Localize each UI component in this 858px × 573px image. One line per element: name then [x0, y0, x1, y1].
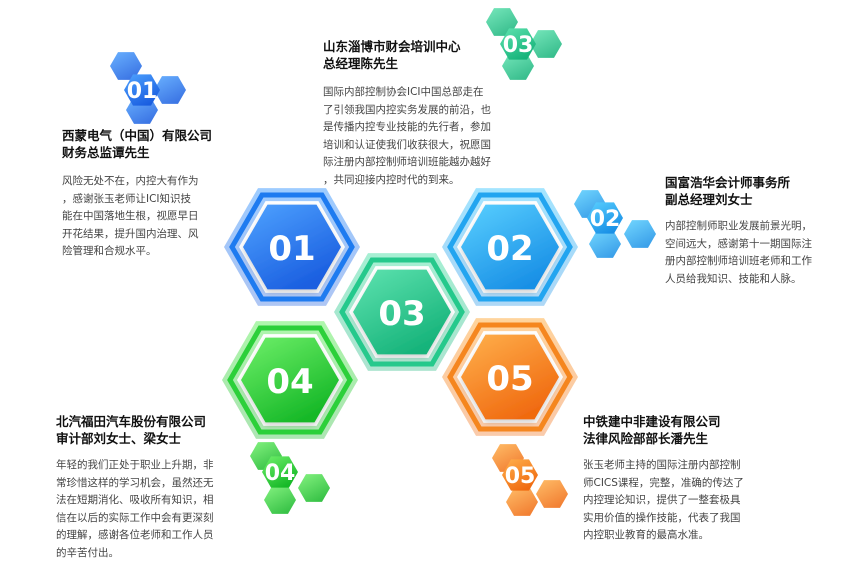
text-line: 内控理论知识，提供了一整套极具 — [583, 494, 741, 506]
testimonial-text-04: 年轻的我们正处于职业上升期，非 常珍惜这样的学习机会，虽然还无 法在短期消化、吸… — [56, 457, 246, 562]
badge-hex-main — [587, 202, 623, 234]
testimonial-text-02: 内部控制师职业发展前景光明， 空间远大，感谢第十一期国际注 册内部控制师培训班老… — [665, 218, 855, 288]
hexagon-core — [353, 269, 451, 355]
text-line: 际注册内部控制师培训班能越办越好 — [323, 156, 491, 168]
person-name-04: 审计部刘女士、梁女士 — [56, 431, 182, 446]
person-name-01: 财务总监谭先生 — [62, 145, 150, 160]
hexagon-02: 02 — [442, 188, 578, 306]
badge-05: 05 — [492, 444, 568, 516]
text-line: 张玉老师主持的国际注册内部控制 — [583, 459, 741, 471]
text-line: 风险无处不在，内控大有作为 — [62, 175, 199, 187]
hexagon-core — [241, 337, 339, 423]
company-name-02: 国富浩华会计师事务所 — [665, 175, 791, 190]
text-line: ，共同迎接内控时代的到来。 — [323, 173, 460, 186]
hexagon-03: 03 — [334, 253, 470, 371]
hexagon-core — [461, 334, 559, 420]
text-line: 法在短期消化、吸收所有知识，相 — [56, 494, 214, 506]
hexagon-frame — [229, 192, 355, 302]
hexagon-number: 03 — [378, 294, 425, 334]
badge-number: 02 — [590, 207, 621, 232]
badge-hex — [530, 30, 562, 58]
badge-hex — [536, 480, 568, 508]
text-line: 人员给我知识、技能和人脉。 — [665, 272, 802, 285]
person-name-02: 副总经理刘女士 — [665, 192, 753, 207]
badge-hex — [154, 76, 186, 104]
text-line: 常珍惜这样的学习机会，虽然还无 — [56, 476, 214, 489]
hexagon-frame — [227, 325, 353, 435]
person-name-05: 法律风险部部长潘先生 — [583, 431, 709, 446]
person-name-03: 总经理陈先生 — [323, 56, 399, 71]
hexagon-number: 02 — [486, 229, 533, 269]
hexagon-frame — [339, 257, 465, 367]
text-line: 空间远大，感谢第十一期国际注 — [665, 237, 812, 250]
badge-number: 04 — [265, 461, 296, 486]
badge-hex — [624, 220, 656, 248]
badge-number: 05 — [505, 464, 536, 489]
text-line: 实用价值的操作技能，代表了我国 — [583, 511, 741, 524]
text-line: 是传播内控专业技能的先行者，参加 — [323, 121, 491, 133]
testimonial-text-05: 张玉老师主持的国际注册内部控制 师CICS课程，完整，准确的传达了 内控理论知识… — [583, 457, 783, 545]
testimonial-01: 西蒙电气（中国）有限公司 财务总监谭先生 风险无处不在，内控大有作为 ，感谢张玉… — [62, 127, 242, 261]
text-line: 册内部控制师培训班老师和工作 — [665, 255, 812, 267]
testimonial-04: 北汽福田汽车股份有限公司 审计部刘女士、梁女士 年轻的我们正处于职业上升期，非 … — [56, 413, 246, 562]
badge-hex — [264, 486, 296, 514]
badge-02: 02 — [574, 190, 656, 258]
badge-hex-main — [502, 459, 538, 491]
company-name-04: 北汽福田汽车股份有限公司 — [56, 414, 207, 429]
testimonial-text-01: 风险无处不在，内控大有作为 ，感谢张玉老师让ICI知识技 能在中国落地生根，视愿… — [62, 173, 242, 261]
badge-hex-main — [262, 456, 298, 488]
company-name-03: 山东淄博市财会培训中心 — [323, 39, 461, 54]
text-line: 培训和认证使我们收获很大，祝愿国 — [323, 138, 491, 151]
text-line: 开花结果，提升国内治理、风 — [62, 227, 199, 240]
badge-hex — [506, 488, 538, 516]
text-line: 年轻的我们正处于职业上升期，非 — [56, 459, 214, 471]
hexagon-frame — [447, 192, 573, 302]
testimonial-05: 中铁建中非建设有限公司 法律风险部部长潘先生 张玉老师主持的国际注册内部控制 师… — [583, 413, 783, 545]
badge-01: 01 — [110, 52, 186, 124]
testimonial-03: 山东淄博市财会培训中心 总经理陈先生 国际内部控制协会ICI中国总部走在 了引领… — [323, 38, 533, 189]
badge-hex-main — [500, 28, 536, 60]
hexagon-04: 04 — [222, 321, 358, 439]
text-line: 师CICS课程，完整，准确的传达了 — [583, 476, 744, 489]
text-line: 国际内部控制协会ICI中国总部走在 — [323, 86, 484, 98]
text-line: 能在中国落地生根，视愿早日 — [62, 210, 199, 222]
badge-hex-main — [124, 74, 160, 106]
badge-hex — [110, 52, 142, 80]
text-line: 的理解，感谢各位老师和工作人员 — [56, 529, 214, 541]
badge-03: 03 — [486, 8, 562, 80]
text-line: 了引领我国内控实务发展的前沿，也 — [323, 103, 491, 116]
hexagon-number: 04 — [266, 362, 313, 402]
hexagon-05: 05 — [442, 318, 578, 436]
company-name-01: 西蒙电气（中国）有限公司 — [62, 128, 213, 143]
hexagon-core — [461, 204, 559, 290]
hexagon-core — [243, 204, 341, 290]
badge-number: 01 — [127, 79, 158, 104]
text-line: 内控职业教育的最高水准。 — [583, 529, 709, 541]
hexagon-frame — [447, 322, 573, 432]
text-line: 信在以后的实际工作中会有更深刻 — [56, 511, 214, 524]
badge-number: 03 — [503, 33, 534, 58]
text-line: 险管理和合规水平。 — [62, 245, 157, 257]
text-line: 内部控制师职业发展前景光明， — [665, 220, 812, 232]
testimonial-text-03: 国际内部控制协会ICI中国总部走在 了引领我国内控实务发展的前沿，也 是传播内控… — [323, 84, 533, 189]
text-line: ，感谢张玉老师让ICI知识技 — [62, 192, 192, 205]
hexagon-number: 01 — [268, 229, 315, 269]
badge-hex — [298, 474, 330, 502]
badge-04: 04 — [250, 442, 330, 514]
text-line: 的辛苦付出。 — [56, 546, 119, 559]
badge-hex — [589, 230, 621, 258]
hexagon-number: 05 — [486, 359, 533, 399]
testimonial-02: 国富浩华会计师事务所 副总经理刘女士 内部控制师职业发展前景光明， 空间远大，感… — [665, 174, 855, 288]
hexagon-01: 01 — [224, 188, 360, 306]
company-name-05: 中铁建中非建设有限公司 — [583, 414, 721, 429]
